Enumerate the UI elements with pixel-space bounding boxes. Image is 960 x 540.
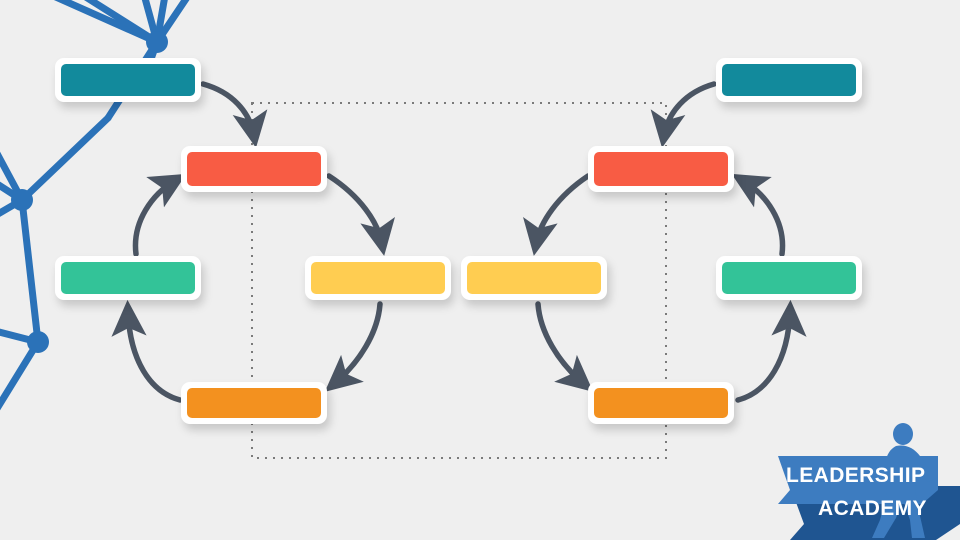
arrow-orange-to-green-right xyxy=(735,299,807,403)
process-box-r-step-4[interactable] xyxy=(716,256,862,300)
walking-person-icon xyxy=(872,423,936,538)
arrow-teal-to-red-right xyxy=(650,81,717,148)
arrow-yellow-to-orange-left xyxy=(324,301,383,392)
process-box-l-step-3[interactable] xyxy=(181,382,327,424)
arrow-orange-to-green-left xyxy=(111,299,183,403)
arrow-yellow-to-orange-right xyxy=(535,301,594,392)
network-node-dot xyxy=(11,31,168,353)
process-box-l-step-2[interactable] xyxy=(305,256,451,300)
process-box-l-input[interactable] xyxy=(55,58,201,102)
process-box-l-step-4[interactable] xyxy=(55,256,201,300)
process-box-l-step-1[interactable] xyxy=(181,146,327,192)
leadership-academy-logo: LEADERSHIP ACADEMY xyxy=(760,420,960,540)
arrow-green-to-red-right xyxy=(731,173,786,257)
arrow-red-to-yellow-right xyxy=(523,173,591,256)
arrow-red-to-yellow-left xyxy=(326,173,395,256)
arrow-green-to-red-left xyxy=(132,173,187,257)
logo-line2: ACADEMY xyxy=(818,497,927,520)
process-box-r-input[interactable] xyxy=(716,58,862,102)
logo-banner-shape xyxy=(778,423,960,540)
process-box-r-step-2[interactable] xyxy=(461,256,607,300)
arrow-teal-to-red-left xyxy=(200,81,268,148)
process-box-r-step-3[interactable] xyxy=(588,382,734,424)
logo-line1: LEADERSHIP xyxy=(786,464,926,487)
process-box-r-step-1[interactable] xyxy=(588,146,734,192)
